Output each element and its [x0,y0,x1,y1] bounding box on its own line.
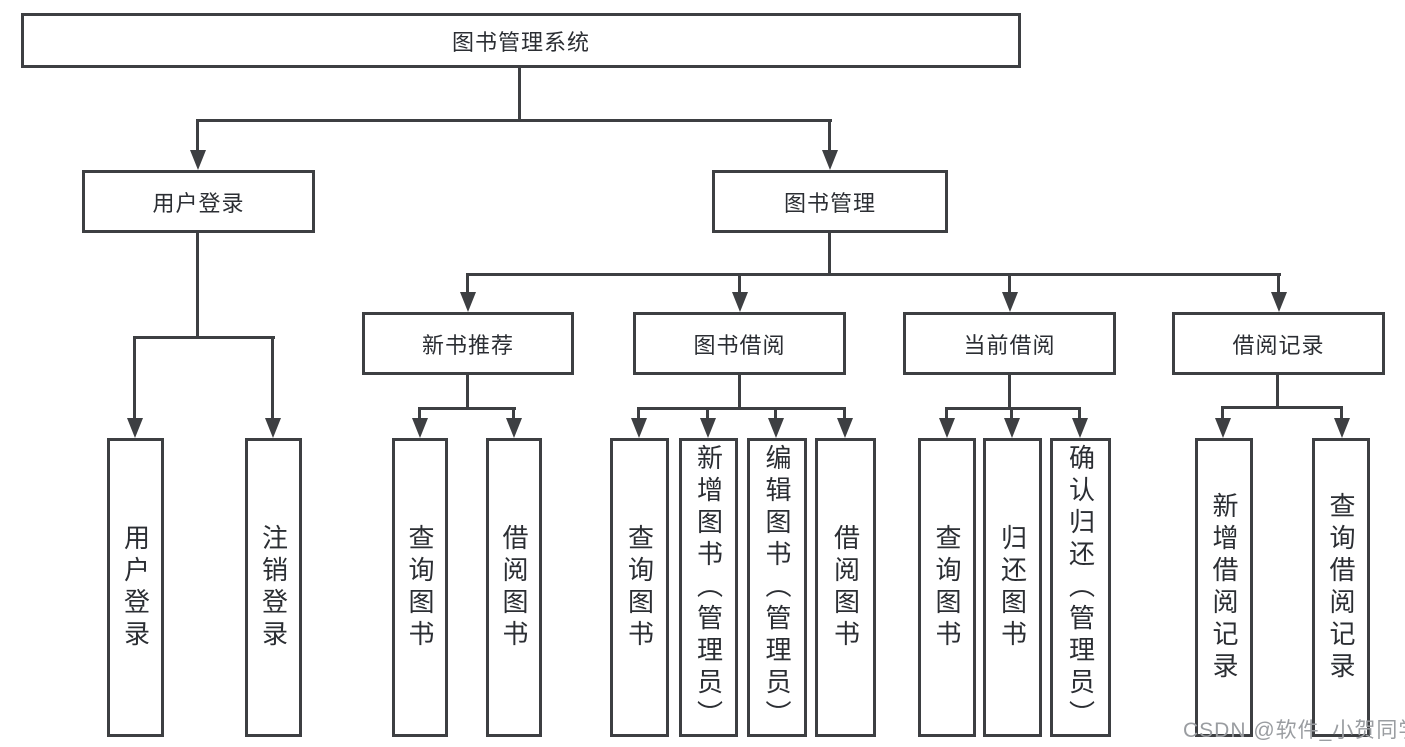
connector-drop-borrow [738,273,741,297]
leaf-records-query-record: 查询借阅记录 [1312,438,1370,737]
connector-drop-borrow-2 [706,407,709,421]
connector-drop-borrow-4 [843,407,846,421]
leaf-label: 用户登录 [120,523,151,652]
connector-mgmt-hline [466,273,1281,276]
arrow-down-icon [837,418,853,438]
leaf-records-add-record: 新增借阅记录 [1195,438,1253,737]
leaf-label: 查询图书 [405,523,435,652]
leaf-label: 确认归还（管理员） [1065,443,1096,732]
arrow-down-icon [506,418,522,438]
arrow-down-icon [412,418,428,438]
connector-borrow-stem [738,375,741,410]
connector-root-hline [196,119,832,122]
connector-newbook-hline [418,407,516,410]
leaf-newbook-borrow-books: 借阅图书 [486,438,542,737]
leaf-label: 借阅图书 [499,523,529,652]
leaf-borrow-borrow-books: 借阅图书 [815,438,876,737]
node-book-management: 图书管理 [712,170,948,233]
node-label: 新书推荐 [421,332,514,358]
leaf-label: 查询图书 [624,523,655,652]
leaf-label: 编辑图书（管理员） [762,443,792,732]
leaf-borrow-query-books: 查询图书 [610,438,669,737]
leaf-label: 归还图书 [997,523,1028,652]
arrow-down-icon [1271,292,1287,312]
node-user-login: 用户登录 [82,170,315,233]
connector-drop-current-3 [1078,407,1081,421]
connector-records-stem [1276,375,1279,409]
node-current-borrowing: 当前借阅 [903,312,1116,375]
leaf-newbook-query-books: 查询图书 [392,438,448,737]
connector-login-hline [133,336,275,339]
connector-mgmt-stem [828,233,831,276]
connector-drop-borrow-1 [637,407,640,421]
node-borrow-records: 借阅记录 [1172,312,1385,375]
connector-drop-newbook-2 [512,407,515,421]
connector-drop-borrow-3 [774,407,777,421]
connector-drop-newbook [466,273,469,297]
arrow-down-icon [732,292,748,312]
connector-drop-current [1008,273,1011,297]
connector-drop-newbook-1 [418,407,421,421]
node-label: 用户登录 [152,190,245,216]
leaf-current-return-books: 归还图书 [983,438,1042,737]
connector-drop-login-2 [271,336,274,422]
node-new-book-recommendation: 新书推荐 [362,312,574,375]
node-label: 借阅记录 [1232,332,1325,358]
arrow-down-icon [1215,418,1231,438]
arrow-down-icon [265,418,281,438]
connector-drop-current-2 [1010,407,1013,421]
arrow-down-icon [190,150,206,170]
leaf-label: 借阅图书 [830,523,861,652]
node-label: 当前借阅 [963,332,1056,358]
arrow-down-icon [1072,418,1088,438]
leaf-user-login: 用户登录 [107,438,164,737]
leaf-current-confirm-return-admin: 确认归还（管理员） [1050,438,1111,737]
leaf-label: 新增借阅记录 [1209,491,1239,684]
arrow-down-icon [939,418,955,438]
leaf-logout: 注销登录 [245,438,302,737]
node-library-management-system: 图书管理系统 [21,13,1021,68]
arrow-down-icon [1002,292,1018,312]
leaf-current-query-books: 查询图书 [918,438,976,737]
connector-drop-records [1277,273,1280,297]
leaf-label: 新增图书（管理员） [693,443,724,732]
leaf-label: 查询图书 [932,523,962,652]
connector-drop-current-1 [945,407,948,421]
leaf-borrow-add-books-admin: 新增图书（管理员） [679,438,738,737]
connector-current-stem [1008,375,1011,410]
arrow-down-icon [700,418,716,438]
node-label: 图书管理系统 [451,29,590,55]
arrow-down-icon [768,418,784,438]
node-label: 图书管理 [783,190,876,216]
csdn-watermark: CSDN @软件_小贺同学 [1183,719,1405,742]
arrow-down-icon [127,418,143,438]
connector-records-hline [1221,406,1343,409]
connector-drop-user-login [196,119,199,153]
connector-drop-records-2 [1340,406,1343,421]
connector-current-hline [945,407,1081,410]
arrow-down-icon [1334,418,1350,438]
connector-drop-login-1 [133,336,136,422]
arrow-down-icon [822,150,838,170]
node-label: 图书借阅 [693,332,786,358]
node-book-borrowing: 图书借阅 [633,312,846,375]
connector-borrow-hline [637,407,846,410]
arrow-down-icon [460,292,476,312]
connector-newbook-stem [466,375,469,410]
leaf-label: 查询借阅记录 [1326,491,1356,684]
arrow-down-icon [1004,418,1020,438]
connector-login-stem [196,233,199,339]
connector-drop-records-1 [1221,406,1224,421]
connector-drop-book-management [828,119,831,153]
arrow-down-icon [631,418,647,438]
leaf-borrow-edit-books-admin: 编辑图书（管理员） [747,438,807,737]
leaf-label: 注销登录 [258,523,289,652]
connector-root-stem [518,68,521,122]
